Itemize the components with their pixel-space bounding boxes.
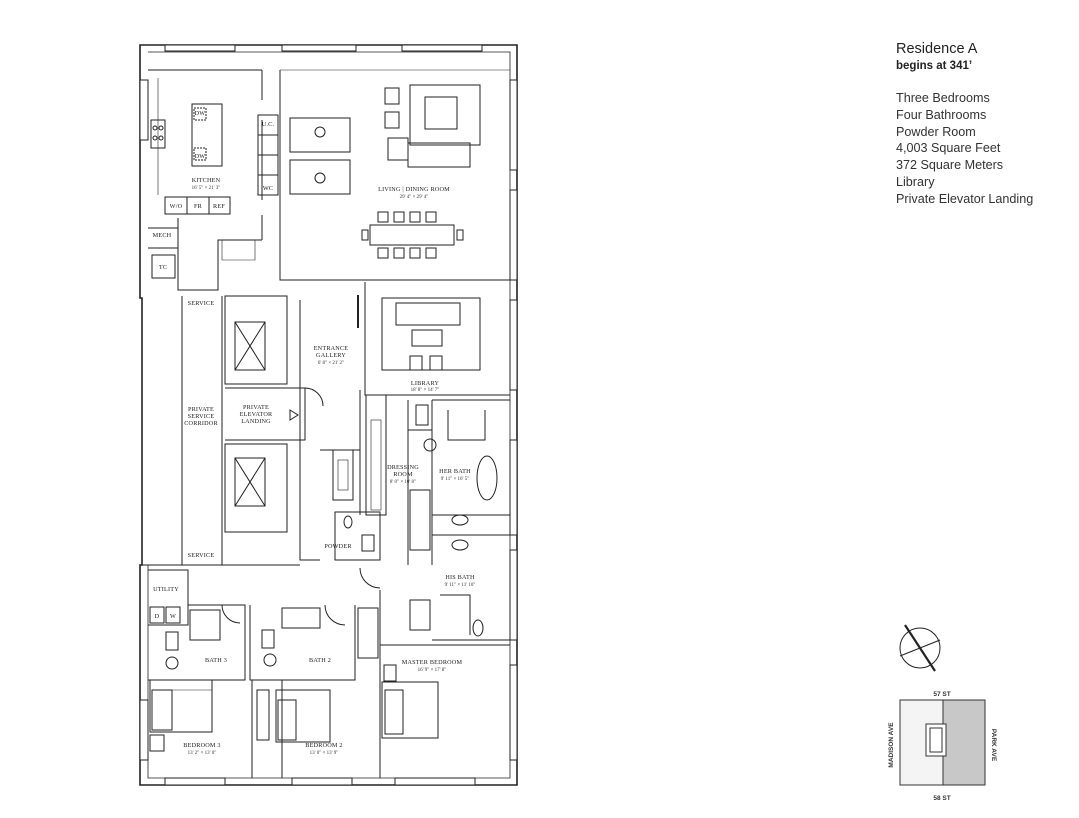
- her-bath-label: HER BATH: [439, 468, 471, 475]
- feature-item: Library: [896, 174, 935, 189]
- key-plan-west-label: MADISON AVE: [888, 722, 895, 768]
- service-bottom-label: SERVICE: [188, 552, 215, 559]
- bedroom-3-label: BEDROOM 3: [183, 742, 220, 749]
- key-plan: [899, 699, 986, 786]
- library-label: LIBRARY: [411, 380, 440, 387]
- dryer-label: D: [155, 613, 160, 620]
- key-plan-north-label: 57 ST: [933, 691, 950, 698]
- residence-title: Residence A: [896, 41, 978, 57]
- master-bedroom-dims: 16' 9" × 17' 8": [418, 668, 447, 673]
- entrance-label-2: GALLERY: [316, 352, 346, 359]
- kitchen-dims: 16' 5" × 21' 3": [192, 186, 221, 191]
- bedroom-2-dims: 13' 0" × 13' 9": [310, 751, 339, 756]
- corridor-label-3: CORRIDOR: [184, 420, 218, 427]
- key-plan-south-label: 58 ST: [933, 795, 950, 802]
- his-bath-dims: 9' 11" × 11' 10": [445, 583, 476, 588]
- dressing-label-2: ROOM: [393, 471, 413, 478]
- powder-label: POWDER: [324, 543, 352, 550]
- entrance-dims: 6' 8" × 21' 2": [318, 361, 344, 366]
- library-dims: 18' 8" × 14' 7": [411, 388, 440, 393]
- bedroom-2-label: BEDROOM 2: [305, 742, 342, 749]
- his-bath-label: HIS BATH: [445, 574, 475, 581]
- bedroom-3-dims: 13' 2" × 13' 0": [188, 751, 217, 756]
- elevator-label-3: LANDING: [241, 418, 271, 425]
- feature-item: Powder Room: [896, 124, 976, 139]
- north-arrow-icon: [899, 624, 941, 672]
- wc-label: WC: [263, 185, 273, 192]
- ref-label: REF: [213, 203, 225, 210]
- fr-label: FR: [194, 203, 203, 210]
- elevator-label-2: ELEVATOR: [240, 411, 273, 418]
- her-bath-dims: 9' 11" × 16' 5": [441, 477, 470, 482]
- uc-label: U.C.: [262, 121, 275, 128]
- tc-label: TC: [159, 264, 167, 271]
- corridor-label-2: SERVICE: [188, 413, 215, 420]
- living-label: LIVING | DINING ROOM: [378, 186, 450, 193]
- mech-label: MECH: [153, 232, 172, 239]
- entrance-label-1: ENTRANCE: [314, 345, 349, 352]
- dw-label-1: DW: [195, 110, 206, 117]
- corridor-label-1: PRIVATE: [188, 406, 214, 413]
- feature-item: Private Elevator Landing: [896, 191, 1034, 206]
- living-dims: 29' 4" × 29' 4": [400, 195, 429, 200]
- bath-3-label: BATH 3: [205, 657, 227, 664]
- bath-2-label: BATH 2: [309, 657, 331, 664]
- washer-label: W: [170, 613, 176, 620]
- feature-item: Three Bedrooms: [896, 91, 990, 105]
- elevator-label-1: PRIVATE: [243, 404, 269, 411]
- kitchen-label: KITCHEN: [192, 177, 221, 184]
- residence-info: Residence A begins at 341’ Three Bedroom…: [896, 40, 1033, 208]
- feature-item: 4,003 Square Feet: [896, 141, 1001, 156]
- dressing-label-1: DRESSING: [387, 464, 419, 471]
- master-bedroom-label: MASTER BEDROOM: [402, 659, 463, 666]
- utility-label: UTILITY: [153, 586, 179, 593]
- feature-list: Three Bedrooms Four Bathrooms Powder Roo…: [896, 90, 1033, 208]
- wo-label: W/O: [170, 203, 183, 210]
- dw-label-2: DW: [195, 153, 206, 160]
- residence-subtitle: begins at 341’: [896, 60, 973, 72]
- key-plan-east-label: PARK AVE: [990, 729, 997, 762]
- service-top-label: SERVICE: [188, 300, 215, 307]
- feature-item: 372 Square Meters: [896, 158, 1004, 173]
- feature-item: Four Bathrooms: [896, 107, 987, 122]
- dressing-dims: 8' 0" × 10' 8": [390, 480, 416, 485]
